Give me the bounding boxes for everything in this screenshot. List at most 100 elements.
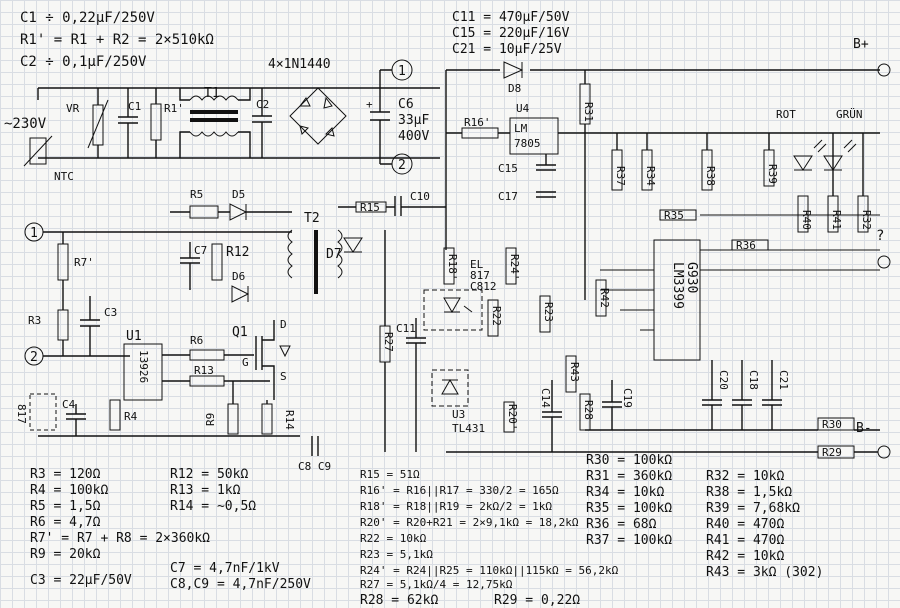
note-c11: C11 = 470µF/50V — [452, 10, 570, 25]
primary-section: 1 2 R7' R3 C3 U1 13926 R6 R13 Q1 D G S R… — [15, 188, 343, 473]
label-c21: C21 — [777, 370, 790, 390]
label-el-type1: 817 — [470, 269, 490, 282]
resistor-r18p — [443, 247, 455, 285]
label-in1: 1 — [30, 226, 38, 241]
resistor-r3 — [57, 309, 69, 341]
note-c1: C1 ÷ 0,22µF/250V — [20, 10, 155, 26]
regulator-u4 — [509, 117, 559, 155]
resistor-r35 — [659, 209, 697, 221]
label-bplus: B+ — [853, 37, 869, 52]
resistor-r13 — [189, 375, 225, 387]
label-r23: R23 — [542, 302, 555, 322]
label-r39: R39 — [766, 164, 779, 184]
label-r7p: R7' — [74, 256, 94, 269]
label-t1: T1 — [204, 86, 220, 101]
note-r15: R15 = 51Ω — [360, 468, 420, 481]
diode-d8 — [503, 61, 524, 79]
label-c6: C6 — [398, 97, 414, 112]
note-c15: C15 = 220µF/16V — [452, 26, 570, 41]
resistor-r20p — [503, 401, 515, 433]
note-r23: R23 = 5,1kΩ — [360, 548, 433, 561]
label-c17: C17 — [498, 190, 518, 203]
label-r16p: R16' — [464, 116, 491, 129]
bridge-rectifier — [289, 87, 347, 145]
label-r28: R28 — [582, 400, 595, 420]
label-r31: R31 — [582, 102, 595, 122]
capacitor-c18 — [732, 360, 752, 430]
shunt-regulator-u3 — [431, 369, 469, 407]
note-r38: R38 = 1,5kΩ — [706, 485, 792, 500]
note-r39: R39 = 7,68kΩ — [706, 501, 800, 516]
label-c10: C10 — [410, 190, 430, 203]
notes-primary-resistors: R3 = 120Ω R4 = 100kΩ R5 = 1,5Ω R6 = 4,7Ω… — [30, 467, 210, 562]
label-r40: R40 — [800, 210, 813, 230]
label-r37: R37 — [614, 166, 627, 186]
label-r29: R29 — [822, 446, 842, 459]
capacitor-c4 — [66, 404, 86, 436]
led-green — [823, 139, 857, 171]
label-question: ? — [876, 228, 884, 244]
note-r36: R36 = 68Ω — [586, 517, 657, 532]
label-r38: R38 — [704, 166, 717, 186]
note-c7: C7 = 4,7nF/1kV — [170, 561, 280, 576]
label-c11: C11 — [396, 322, 416, 335]
opto-transistor — [29, 393, 57, 431]
note-r20: R20' = R20+R21 = 2×9,1kΩ = 18,2kΩ — [360, 516, 579, 529]
label-lm3399: LM3399 — [670, 262, 685, 309]
note-c21: C21 = 10µF/25V — [452, 42, 562, 57]
note-r43: R43 = 3kΩ (302) — [706, 565, 823, 580]
label-u4: U4 — [516, 102, 530, 115]
label-r5: R5 — [190, 188, 203, 201]
label-r6: R6 — [190, 334, 203, 347]
resistor-r43 — [565, 355, 577, 393]
note-r7: R7' = R7 + R8 = 2×360kΩ — [30, 531, 210, 546]
note-r14: R14 = ~0,5Ω — [170, 499, 256, 514]
note-r24: R24' = R24||R25 = 110kΩ||115kΩ = 56,2kΩ — [360, 564, 619, 577]
resistor-r40 — [797, 195, 809, 233]
label-rot: ROT — [776, 108, 796, 121]
resistor-r42 — [595, 279, 607, 317]
ic-u1 — [123, 343, 163, 401]
note-r22: R22 = 10kΩ — [360, 532, 427, 545]
note-r16: R16' = R16||R17 = 330/2 = 165Ω — [360, 484, 559, 497]
capacitor-c6 — [370, 70, 390, 164]
node-1-top — [391, 59, 413, 81]
notes-bottom: R3 = 120Ω R4 = 100kΩ R5 = 1,5Ω R6 = 4,7Ω… — [30, 453, 823, 608]
label-c7: C7 — [194, 244, 207, 257]
ic-lm3399 — [653, 239, 701, 361]
label-q-s: S — [280, 370, 287, 383]
label-el-type2: C812 — [470, 280, 497, 293]
note-r28: R28 = 62kΩ — [360, 593, 438, 608]
note-r6: R6 = 4,7Ω — [30, 515, 101, 530]
label-r42: R42 — [598, 288, 611, 308]
label-r24p: R24' — [508, 254, 521, 281]
label-n1: 1 — [398, 64, 406, 79]
resistor-r9 — [227, 403, 239, 435]
label-r12: R12 — [226, 245, 249, 260]
resistor-r5 — [189, 205, 219, 219]
label-r20p: R20' — [506, 404, 519, 431]
label-c4: C4 — [62, 398, 76, 411]
capacitor-c2 — [252, 88, 272, 158]
notes-primary-caps: C7 = 4,7nF/1kV C8,C9 = 4,7nF/250V C3 = 2… — [30, 561, 311, 592]
resistor-r16p — [461, 127, 499, 139]
note-r40: R40 = 470Ω — [706, 517, 784, 532]
label-r13: R13 — [194, 364, 214, 377]
capacitor-c20 — [702, 360, 722, 430]
note-r31: R31 = 360kΩ — [586, 469, 672, 484]
label-r34: R34 — [644, 166, 657, 186]
label-c2: C2 — [256, 98, 269, 111]
diode-d5 — [229, 203, 248, 221]
notes-control-resistors-2: R32 = 10kΩ R38 = 1,5kΩ R39 = 7,68kΩ R40 … — [706, 469, 823, 580]
label-u1-type: 13926 — [137, 350, 150, 383]
label-g930: G930 — [684, 262, 699, 293]
label-r18p: R18' — [446, 254, 459, 281]
notes-top-center: C11 = 470µF/50V C15 = 220µF/16V C21 = 10… — [452, 10, 570, 57]
label-r41: R41 — [830, 210, 843, 230]
mains-input: ~230V VR C1 R1' T1 C2 NTC — [4, 57, 440, 183]
capacitor-c1 — [118, 88, 138, 158]
label-c15: C15 — [498, 162, 518, 175]
note-r29: R29 = 0,22Ω — [494, 593, 580, 608]
label-bminus: B- — [856, 421, 872, 436]
